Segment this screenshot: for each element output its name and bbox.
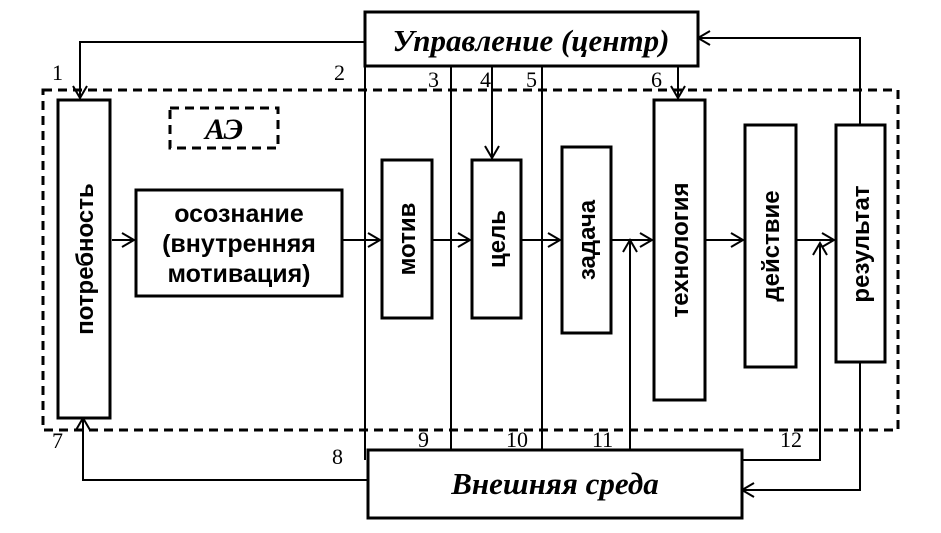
technology-label: технология (667, 182, 694, 317)
task-label: задача (574, 199, 601, 280)
arrow-4 (484, 145, 500, 160)
number-3: 3 (428, 67, 439, 92)
number-1: 1 (52, 60, 63, 85)
result-box (834, 123, 887, 364)
flow-motive-goal-head (457, 232, 472, 248)
number-2: 2 (334, 60, 345, 85)
awareness-line-2: (внутренняя (162, 230, 316, 258)
number-6: 6 (651, 67, 662, 92)
goal-label: цель (484, 210, 511, 268)
task-box (560, 145, 613, 335)
flow-task-tech-head (639, 232, 654, 248)
awareness-box (134, 188, 344, 298)
line-result-env (742, 362, 861, 491)
number-11: 11 (592, 427, 613, 452)
number-12: 12 (780, 427, 802, 452)
ae-boundary (41, 88, 900, 432)
ae-label: АЭ (203, 113, 243, 146)
env-box (366, 448, 744, 520)
action-box (743, 123, 798, 369)
center-box (363, 10, 700, 68)
awareness-line-3: мотивация) (167, 260, 310, 288)
arrow-1 (72, 85, 88, 100)
action-label: действие (758, 190, 785, 301)
flow-tech-action-head (730, 232, 745, 248)
result-label: результат (848, 185, 875, 302)
line-1 (79, 41, 365, 98)
ae-label-box (168, 106, 280, 150)
flow-action-result-head (821, 232, 836, 248)
env-label: Внешняя среда (450, 466, 659, 501)
line-feedback-center (698, 37, 861, 125)
awareness-line-1: осознание (174, 200, 304, 228)
need-label: потребность (72, 183, 99, 335)
motive-box (380, 158, 434, 320)
motive-label: мотив (394, 203, 421, 276)
flow-awareness-motive-head (367, 232, 382, 248)
goal-box (470, 158, 523, 320)
flow-arrows (112, 232, 836, 248)
number-8: 8 (332, 444, 343, 469)
need-box (56, 98, 112, 420)
flow-need-awareness-head (121, 232, 136, 248)
number-5: 5 (526, 67, 537, 92)
arrow-6 (670, 85, 686, 100)
technology-box (652, 98, 707, 402)
number-10: 10 (506, 427, 528, 452)
number-7: 7 (52, 428, 63, 453)
number-4: 4 (480, 67, 491, 92)
center-label: Управление (центр) (393, 23, 670, 58)
line-12 (742, 243, 821, 461)
arrow-12 (812, 241, 828, 256)
connection-lines (72, 30, 861, 498)
line-7 (82, 418, 368, 481)
number-9: 9 (418, 427, 429, 452)
flow-goal-task-head (547, 232, 562, 248)
